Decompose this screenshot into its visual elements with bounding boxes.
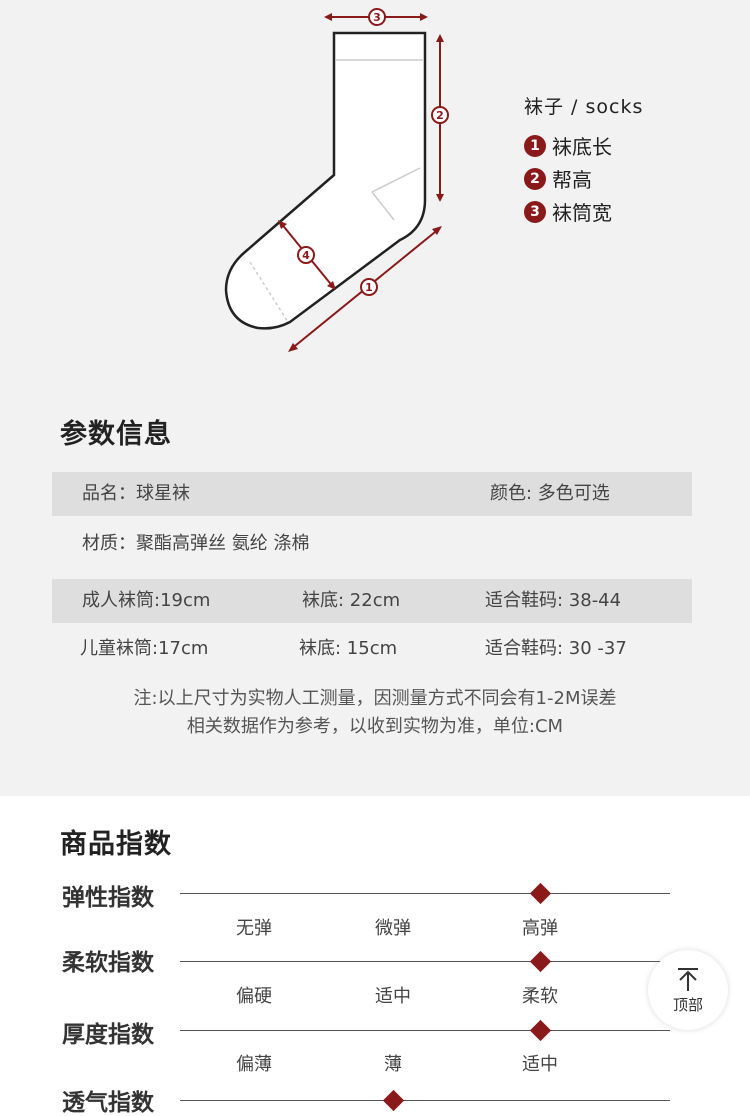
index-scale-line [180,893,670,894]
index-scale-line [180,1100,670,1101]
param-cell: 材质：聚酯高弹丝 氨纶 涤棉 [82,533,310,554]
params-title: 参数信息 [60,419,172,450]
arrow-head [436,194,444,202]
param-row: 成人袜筒:19cm 袜底: 22cm 适合鞋码: 38-44 [52,579,692,623]
sock-heel-line-2 [371,191,395,221]
legend-number: 3 [524,200,546,223]
indices-title: 商品指数 [60,829,172,860]
param-cell: 成人袜筒:19cm [82,590,211,611]
param-row: 儿童袜筒:17cm 袜底: 15cm 适合鞋码: 30 -37 [52,627,692,671]
marker-1 [360,278,378,296]
param-cell: 袜底: 15cm [299,638,398,659]
param-row: 品名：球星袜 颜色: 多色可选 [52,472,692,516]
index-level-marker [529,950,551,973]
legend-item: 2 帮高 [524,162,643,195]
marker-2 [431,106,449,124]
index-scale-line [180,961,670,962]
legend-item: 3 袜筒宽 [524,195,643,228]
marker-4-label: 4 [302,249,310,262]
marker-1-label: 1 [365,281,373,294]
index-tick: 适中 [522,1054,558,1075]
legend-title: 袜子 / socks [524,96,644,118]
marker-2-label: 2 [436,109,444,122]
arrow-head [327,281,336,290]
index-tick: 微弹 [375,918,411,939]
index-tick: 偏硬 [236,986,272,1007]
measurement-note: 注:以上尺寸为实物人工测量，因测量方式不同会有1-2M误差 [133,688,617,709]
back-to-top-label: 顶部 [672,995,703,1014]
index-level-marker [529,1019,551,1042]
sock-size-diagram: 3 2 4 1 [224,8,449,352]
size-legend: 袜子 / socks 1 袜底长 2 帮高 3 袜筒宽 [524,92,643,228]
back-to-top-button[interactable]: 顶部 [648,950,728,1030]
legend-text: 袜筒宽 [552,201,612,225]
param-cell: 颜色: 多色可选 [490,483,610,504]
legend-item: 1 袜底长 [524,129,643,162]
param-cell: 适合鞋码: 38-44 [485,590,622,611]
arrow-head [288,343,298,352]
arrow-head [278,220,287,229]
index-tick: 柔软 [522,986,558,1007]
legend-number: 2 [524,167,546,190]
marker-4 [297,246,315,264]
param-row: 材质：聚酯高弹丝 氨纶 涤棉 [52,522,692,566]
legend-text: 帮高 [552,168,592,192]
measurement-note: 相关数据作为参考，以收到实物为准，单位:CM [186,716,564,737]
index-level-marker [529,882,551,905]
param-cell: 品名：球星袜 [82,483,190,504]
param-cell: 袜底: 22cm [302,590,401,611]
sock-outline [224,31,427,330]
arrow-head [436,34,444,42]
index-label: 透气指数 [62,1090,154,1116]
index-label: 弹性指数 [62,885,154,911]
marker-3 [368,8,386,26]
index-scale-line [180,1030,670,1031]
param-cell: 适合鞋码: 30 -37 [485,638,627,659]
index-tick: 薄 [384,1054,402,1075]
index-label: 柔软指数 [62,950,154,976]
index-tick: 适中 [375,986,411,1007]
index-tick: 偏薄 [236,1054,272,1075]
arrow-up-icon [678,967,698,991]
index-level-marker [382,1089,404,1112]
legend-text: 袜底长 [552,135,612,159]
index-label: 厚度指数 [62,1022,154,1048]
arrow-head [324,13,332,21]
arrow-head [420,13,428,21]
arrow-head [432,226,442,235]
marker-3-label: 3 [373,11,381,24]
param-cell: 儿童袜筒:17cm [80,638,209,659]
sock-heel-line [371,167,421,193]
index-tick: 无弹 [236,918,272,939]
index-tick: 高弹 [522,918,558,939]
legend-number: 1 [524,134,546,157]
